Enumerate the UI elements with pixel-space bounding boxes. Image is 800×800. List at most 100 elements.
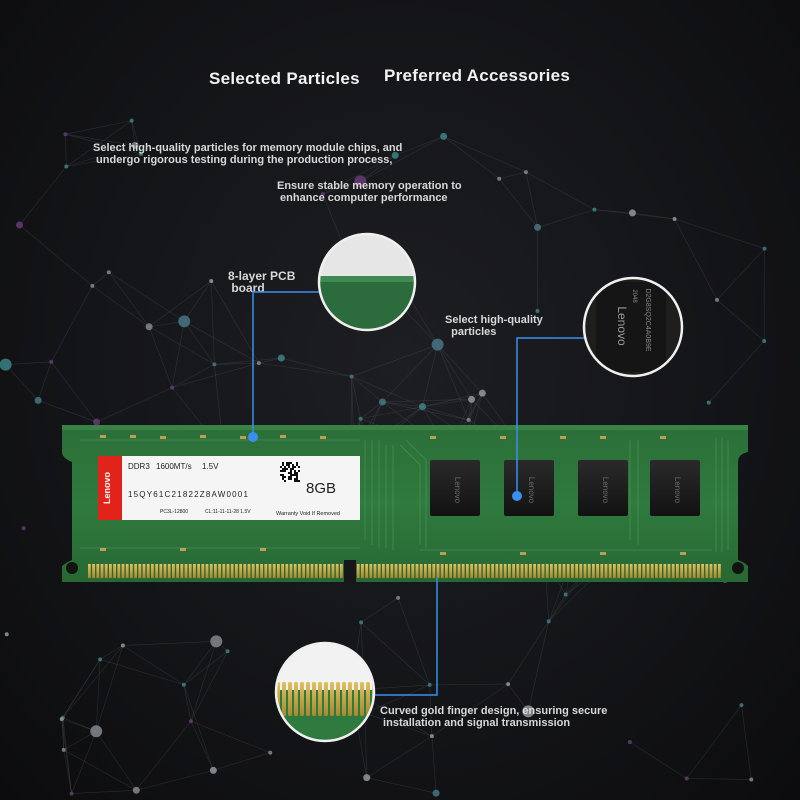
- network-node: [188, 719, 193, 724]
- network-node: [739, 703, 744, 708]
- network-node: [93, 418, 101, 426]
- network-node: [563, 592, 568, 597]
- network-node: [429, 734, 434, 739]
- network-node: [684, 776, 689, 781]
- network-node: [359, 620, 364, 625]
- network-node: [178, 315, 191, 328]
- callout-lines: [252, 291, 585, 696]
- network-node: [522, 705, 535, 718]
- network-node: [546, 619, 551, 624]
- network-node: [49, 359, 54, 364]
- chip-brand-4: Lenovo: [673, 477, 682, 504]
- sticker-brand: Lenovo: [102, 472, 112, 505]
- network-node: [320, 192, 325, 197]
- network-node: [378, 398, 386, 406]
- network-node: [106, 270, 111, 275]
- network-node: [427, 682, 432, 687]
- network-node: [466, 417, 471, 422]
- pcb-zoom-circle: [317, 232, 417, 332]
- network-node: [534, 223, 542, 231]
- network-node: [715, 297, 720, 302]
- chip-zoom-code2: 2048: [631, 289, 637, 303]
- chip-brand-3: Lenovo: [601, 477, 610, 504]
- particles-callout-dot: [512, 491, 522, 501]
- sticker-voltage: 1.5V: [202, 462, 219, 471]
- network-node: [16, 221, 24, 229]
- qr-code: [280, 462, 300, 482]
- network-node: [4, 632, 9, 637]
- network-node: [419, 403, 427, 411]
- network-node: [592, 207, 597, 212]
- network-node: [132, 786, 140, 794]
- network-node: [98, 657, 103, 662]
- network-node: [523, 170, 528, 175]
- sticker-timing: CL:11-11-11-28 1.5V: [205, 509, 251, 515]
- chip-zoom-circle: Lenovo D2G8SQ2C4A0B9E 2048: [582, 276, 684, 378]
- network-node: [762, 246, 767, 251]
- network-node: [497, 176, 502, 181]
- network-node: [90, 725, 103, 738]
- sticker-serial: 15QY61C21822Z8AW0001: [128, 490, 249, 499]
- sticker-warranty: Warranty Void If Removed: [276, 511, 340, 517]
- network-node: [34, 396, 42, 404]
- chip-zoom-code: D2G8SQ2C4A0B9E: [644, 288, 651, 351]
- network-node: [706, 400, 711, 405]
- network-node: [478, 389, 486, 397]
- network-node: [64, 164, 69, 169]
- network-node: [90, 283, 95, 288]
- network-node: [396, 595, 401, 600]
- stability-description: Ensure stable memory operation to enhanc…: [277, 180, 462, 204]
- network-node: [170, 385, 175, 390]
- network-node: [21, 526, 26, 531]
- chip-brand-2: Lenovo: [527, 477, 536, 504]
- network-node: [762, 338, 767, 343]
- label-sticker: Lenovo DDR3 1600MT/s 1.5V 15QY61C21822Z8…: [98, 456, 360, 520]
- network-node: [69, 791, 74, 796]
- callout-pcb-label: 8-layer PCB board: [228, 269, 296, 295]
- network-node: [0, 358, 12, 371]
- sticker-type: DDR3: [128, 462, 150, 471]
- sticker-speed: 1600MT/s: [156, 462, 192, 471]
- network-node: [225, 649, 230, 654]
- network-node: [59, 717, 64, 722]
- network-node: [628, 209, 636, 217]
- network-node: [277, 354, 285, 362]
- network-node: [209, 766, 217, 774]
- network-node: [358, 416, 363, 421]
- network-node: [363, 774, 371, 782]
- callout-particles-label: Select high-quality particles: [445, 314, 543, 338]
- network-node: [61, 747, 66, 752]
- gold-finger-zoom-circle: [274, 641, 376, 743]
- network-node: [672, 217, 677, 222]
- network-node: [432, 789, 440, 797]
- network-node: [120, 643, 125, 648]
- heading-preferred-accessories: Preferred Accessories: [384, 66, 571, 85]
- network-node: [268, 750, 273, 755]
- network-node: [63, 132, 68, 137]
- gold-fingers: [88, 560, 721, 582]
- network-node: [212, 362, 217, 367]
- network-node: [440, 132, 448, 140]
- network-node: [749, 777, 754, 782]
- network-node: [506, 682, 511, 687]
- network-node: [354, 175, 367, 188]
- network-node: [131, 141, 139, 149]
- callout-gold-finger-label: Curved gold finger design, ensuring secu…: [380, 705, 608, 729]
- network-node: [468, 395, 476, 403]
- network-node: [391, 151, 399, 159]
- network-node: [256, 361, 261, 366]
- network-node: [181, 682, 186, 687]
- network-node: [138, 152, 143, 157]
- network-node: [349, 374, 354, 379]
- network-node: [431, 338, 444, 351]
- sticker-part: PC3L-12800: [160, 509, 188, 515]
- intro-description: Select high-quality particles for memory…: [93, 142, 403, 166]
- network-node: [209, 278, 214, 283]
- network-node: [210, 635, 223, 648]
- network-node: [145, 323, 153, 331]
- chip-brand-1: Lenovo: [453, 477, 462, 504]
- network-node: [129, 118, 134, 123]
- sticker-capacity: 8GB: [306, 480, 336, 497]
